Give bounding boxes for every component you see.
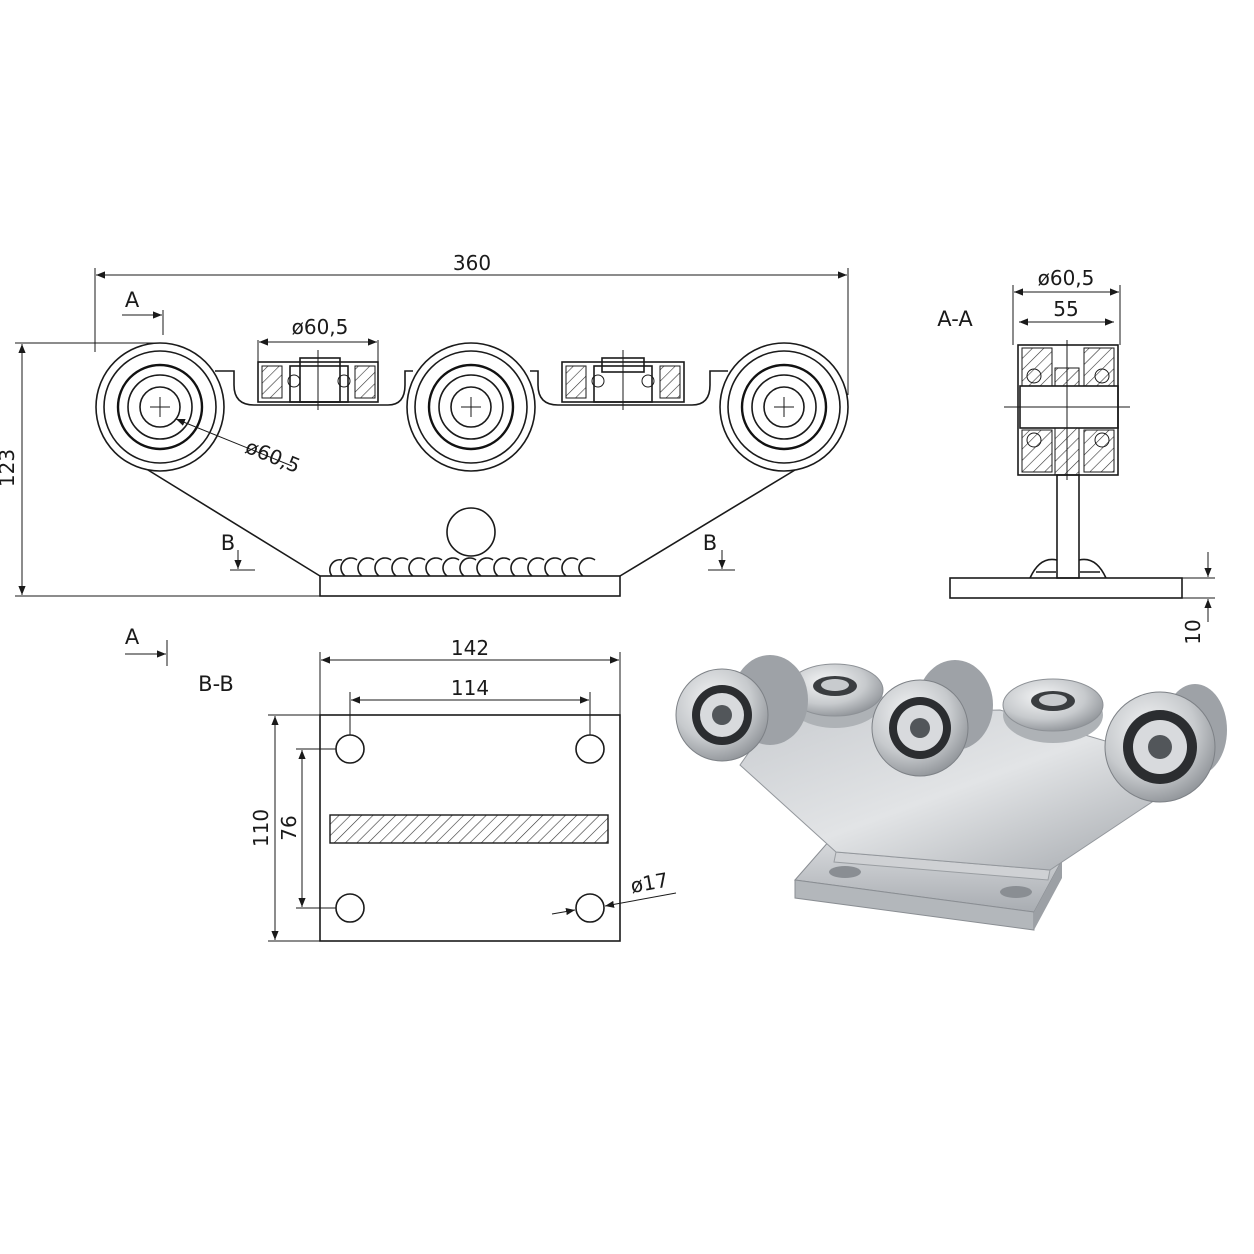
roller-left [95,342,225,472]
section-marker-a-top: A [125,288,140,312]
dim-plate-width: 110 [249,809,273,847]
roller-right [719,342,849,472]
side-roller-left [257,350,379,410]
dim-hole-diameter: ø17 [629,868,670,898]
dim-height: 123 [0,449,19,487]
section-bb-title: B-B [198,672,234,696]
dim-plate-length: 142 [451,636,489,660]
weld-seam [329,557,596,577]
render-wheel-left [675,655,808,762]
render-side-roller-2 [1002,678,1104,743]
section-marker-a-bottom: A [125,625,140,649]
dim-plate-thickness: 10 [1181,619,1205,644]
section-marker-b-right: B [703,531,717,555]
section-bb-view: A B-B 142 114 110 76 ø17 [125,625,677,942]
side-roller-right [561,350,685,410]
dim-section-width: 55 [1053,297,1078,321]
dim-hole-spacing-y: 76 [277,815,301,840]
section-marker-b-left: B [221,531,235,555]
section-aa-view: A-A ø60,5 55 10 [937,266,1215,645]
section-aa-title: A-A [937,307,973,331]
dim-side-roller-diameter: ø60,5 [242,434,304,478]
render-side-roller-1 [786,663,884,728]
dim-section-roller-diameter: ø60,5 [1038,266,1095,290]
render-wheel-middle [871,660,993,777]
render-wheel-right [1104,684,1227,803]
product-render [675,655,1227,931]
roller-middle [406,342,536,472]
dim-overall-length: 360 [453,251,491,275]
front-view: 360 123 A B B [0,251,849,597]
dim-top-roller-diameter: ø60,5 [292,315,349,339]
dim-hole-spacing-x: 114 [451,676,489,700]
